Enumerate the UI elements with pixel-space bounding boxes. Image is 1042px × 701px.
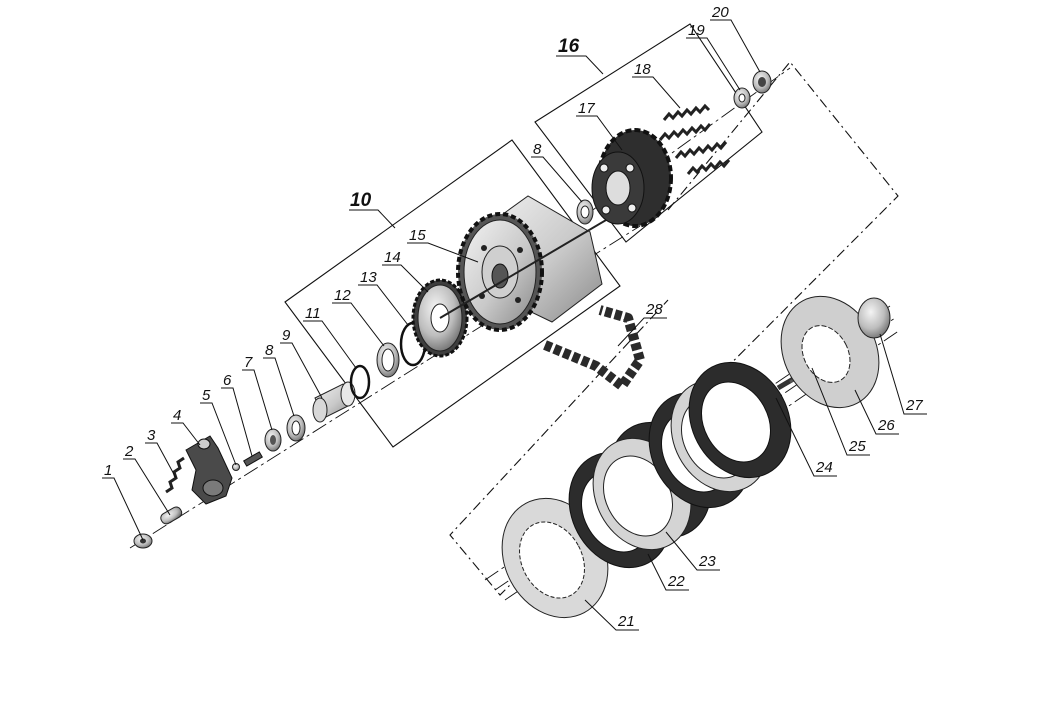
part-11-circlip [349,364,371,400]
callout-18: 18 [632,61,681,109]
part-12-thrust-washer [376,342,400,378]
svg-text:15: 15 [409,227,426,244]
part-20-nut [752,70,772,94]
svg-text:22: 22 [667,573,685,590]
part-23-steel-discs [592,361,792,551]
callout-11: 11 [303,305,357,369]
callout-14: 14 [382,249,429,293]
svg-text:5: 5 [202,387,211,404]
svg-text:28: 28 [645,301,663,318]
callout-7: 7 [242,354,273,431]
part-26-pressure-plate [780,295,880,409]
svg-text:19: 19 [688,22,705,39]
callout-17: 17 [576,100,623,151]
part-9-bushing [312,381,356,423]
callout-28: 28 [617,301,667,347]
svg-text:3: 3 [147,427,156,444]
svg-text:11: 11 [305,305,321,322]
svg-text:2: 2 [124,443,134,460]
part-1-nut [133,533,153,549]
svg-text:20: 20 [711,4,729,21]
callout-3: 3 [145,427,177,479]
svg-text:25: 25 [848,438,866,455]
callout-9: 9 [280,327,323,399]
callout-6: 6 [221,372,253,457]
group-frame-10 [284,139,621,448]
svg-text:26: 26 [877,417,895,434]
svg-text:23: 23 [698,553,716,570]
svg-text:16: 16 [558,36,580,57]
part-19-washer [733,87,751,109]
callout-15: 15 [407,227,479,263]
callout-26: 26 [854,389,899,435]
callout-1: 1 [102,462,144,541]
callout-27: 27 [879,333,927,415]
callout-8-left: 8 [263,342,295,417]
part-7-bearing [264,428,282,452]
part-4-release-lever [185,435,233,505]
part-2-pin [160,506,183,525]
svg-text:17: 17 [578,100,595,117]
svg-text:18: 18 [634,61,651,78]
part-3-spring [165,456,185,494]
svg-text:24: 24 [815,459,833,476]
svg-text:13: 13 [360,269,377,286]
part-27-cap [857,297,891,339]
svg-text:8: 8 [533,141,542,158]
callout-4: 4 [171,407,201,446]
callout-19: 19 [686,22,741,91]
callout-13: 13 [358,269,409,326]
part-15-clutch-drum [439,195,641,332]
part-8-washer-right [576,199,594,225]
part-6-pushrod [243,451,263,467]
callout-8-right: 8 [531,141,583,203]
part-18-springs [658,103,731,175]
part-17-clutch-hub [591,128,673,228]
svg-text:10: 10 [350,190,372,211]
callout-24: 24 [775,397,837,477]
svg-text:27: 27 [905,397,923,414]
svg-text:9: 9 [282,327,291,344]
callout-25: 25 [811,367,870,456]
part-8-washer-left [286,414,306,442]
callout-20: 20 [710,4,761,73]
svg-text:6: 6 [223,372,232,389]
svg-text:21: 21 [617,613,635,630]
part-5-ball [232,463,240,471]
callout-5: 5 [200,387,237,466]
part-28-chain [543,305,645,391]
callout-21: 21 [584,599,639,631]
svg-text:8: 8 [265,342,274,359]
group-callout-16: 16 [556,36,604,75]
callout-23: 23 [665,531,720,571]
svg-text:4: 4 [173,407,181,424]
callout-22: 22 [647,553,689,591]
svg-text:1: 1 [104,462,112,479]
callout-2: 2 [123,443,171,516]
svg-text:7: 7 [244,354,253,371]
group-callout-10: 10 [349,190,396,229]
svg-text:12: 12 [334,287,351,304]
callout-12: 12 [332,287,385,347]
svg-text:14: 14 [384,249,401,266]
